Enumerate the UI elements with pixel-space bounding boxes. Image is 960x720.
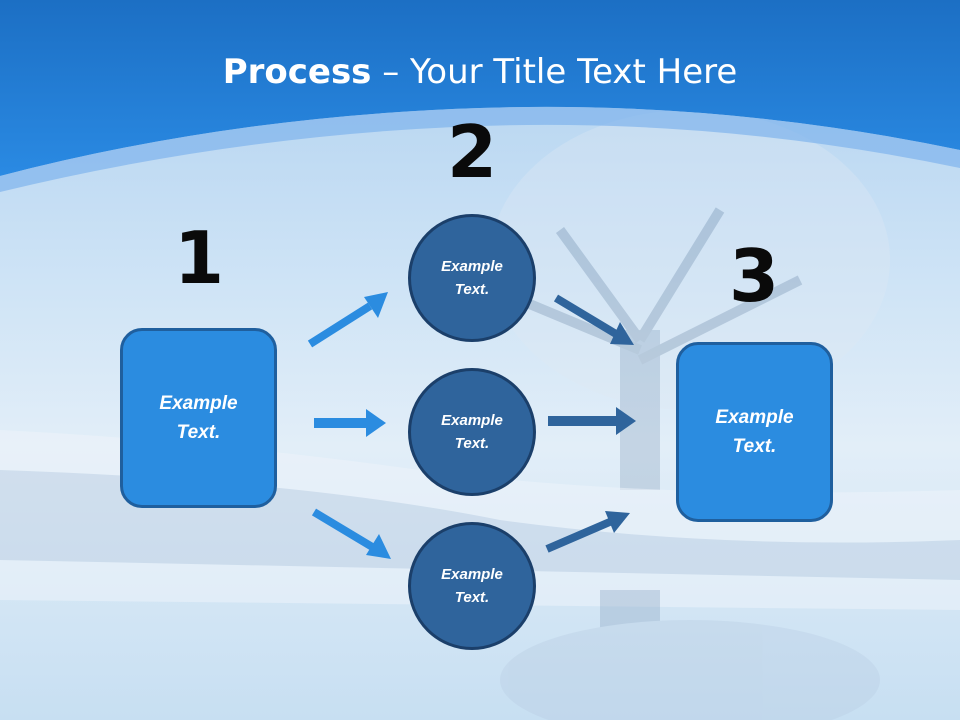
step-3-text: Example Text. <box>715 407 794 457</box>
step-number-3: 3 <box>728 234 780 318</box>
slide-title: Process – Your Title Text Here <box>0 52 960 92</box>
step-1-box: Example Text. <box>120 328 277 508</box>
step-2-circle-3: Example Text. <box>408 522 536 650</box>
step-2-circle-1-text: Example Text. <box>441 258 503 298</box>
arrow-circle3-to-box3 <box>545 511 630 553</box>
step-2-circle-2: Example Text. <box>408 368 536 496</box>
step-number-1: 1 <box>173 216 225 300</box>
title-rest: – Your Title Text Here <box>371 52 738 92</box>
header-band <box>0 0 960 176</box>
arrow-box1-to-circle3 <box>311 508 391 559</box>
arrow-circle2-to-box3 <box>548 407 636 435</box>
step-2-circle-3-text: Example Text. <box>441 566 503 606</box>
title-bold: Process <box>222 52 372 92</box>
step-number-2: 2 <box>446 110 498 194</box>
arrow-circle1-to-box3 <box>553 294 634 345</box>
header-highlight <box>0 106 960 192</box>
step-2-circle-2-text: Example Text. <box>441 412 503 452</box>
arrow-box1-to-circle2 <box>314 409 386 437</box>
arrow-box1-to-circle1 <box>307 292 388 348</box>
step-2-circle-1: Example Text. <box>408 214 536 342</box>
tree-silhouette <box>490 110 890 490</box>
step-1-text: Example Text. <box>159 393 238 443</box>
water-reflection <box>500 590 880 720</box>
step-3-box: Example Text. <box>676 342 833 522</box>
